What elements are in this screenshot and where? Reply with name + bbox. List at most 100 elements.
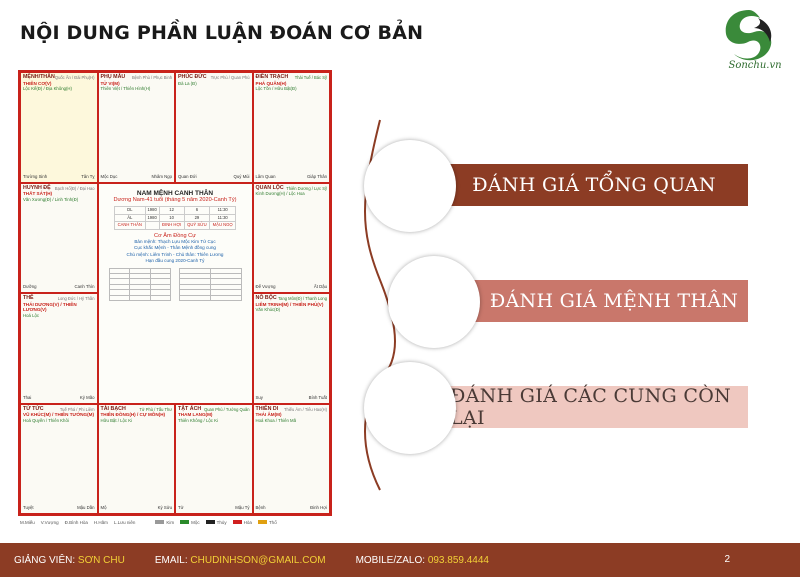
- palace-stage: Mộc Dục: [100, 173, 118, 179]
- palace-stage: Bệnh: [255, 505, 266, 511]
- palace-name: TẬT ÁCH: [178, 405, 202, 412]
- palace-stage: Quan Đới: [178, 173, 197, 179]
- center-line: Chủ mệnh: Liêm Trinh - Chủ thân: Thiên L…: [126, 251, 224, 257]
- palace-footer: Mộc Dục Nhâm Ngọ: [101, 174, 173, 180]
- palace-name: PHỤ MẪU: [100, 74, 126, 80]
- phone-label: MOBILE/ZALO:: [355, 554, 426, 566]
- legend-element-moc: Mộc: [180, 520, 200, 525]
- center-line: Hạn đầu cung 2020-Canh Tý: [145, 258, 205, 264]
- palace-branch: Quý Mùi: [233, 173, 250, 179]
- horoscope-chart: MỆNH/THÂN THIÊN CƠ(V) Lộc Kế(Đ) / Địa Kh…: [18, 70, 332, 516]
- palace-cell: HUYNH ĐỆ THẤT SÁT(H) Văn Xương(Đ) / Linh…: [20, 182, 98, 293]
- table-cell: 1980: [144, 213, 160, 223]
- palace-footer: Mộ Kỷ Sửu: [101, 505, 173, 511]
- palace-cell: TẬT ÁCH THAM LANG(M) Thiên Không / Lộc K…: [175, 403, 253, 514]
- palace-right-stars: Thiên Dương / Lực Sỹ: [286, 185, 327, 191]
- palace-cell: THIÊN DI THÁI ÂM(M) Hoá Khoa / Thiên Mã …: [252, 403, 330, 514]
- palace-right-stars: Long Đức / Hỷ Thần: [57, 296, 95, 301]
- table-cell: 1980: [144, 206, 160, 215]
- palace-sub-stars: Hoá Lộc: [23, 312, 40, 318]
- palace-main-star: THIÊN CƠ(V): [23, 80, 52, 86]
- mini-table-left: [108, 267, 172, 301]
- palace-cell: PHỤ MẪU TỬ VI(M) Thiên Việt / Thiên Hình…: [97, 72, 175, 183]
- palace-main-star: THẤT SÁT(H): [23, 191, 53, 197]
- menu-item-other-palaces[interactable]: ĐÁNH GIÁ CÁC CUNG CÒN LẠI: [430, 385, 748, 429]
- palace-sub-stars: Hoá Quyền / Thiên Khôi: [23, 417, 69, 423]
- birth-date-table: DL 1980 12 6 11:30 ÂL 1980 10 29 11:30: [113, 206, 237, 230]
- palace-stage: Thai: [23, 394, 32, 400]
- sonchu-logo-icon: [725, 10, 772, 61]
- legend-item: L.Lưu niên: [113, 519, 136, 525]
- palace-footer: Thai Kỷ Mão: [23, 395, 95, 401]
- center-heading: NAM MỆNH CANH THÂN: [136, 189, 214, 197]
- palace-stage: Lâm Quan: [255, 173, 276, 179]
- circle-marker: [364, 362, 456, 454]
- email-value[interactable]: CHUDINHSON@GMAIL.COM: [190, 554, 326, 566]
- palace-name: NÔ BỘC: [255, 295, 277, 301]
- palace-stage: Đế Vượng: [255, 284, 276, 290]
- palace-branch: Nhâm Ngọ: [151, 173, 172, 179]
- palace-sub-stars: Thiên Việt / Thiên Hình(H): [100, 86, 151, 92]
- palace-cell: TÀI BẠCH THIÊN ĐỒNG(H) / CỰ MÔN(H) Hữu B…: [97, 403, 175, 514]
- palace-right-stars: Trực Phù / Quan Phủ: [210, 75, 250, 80]
- palace-right-stars: Tang Môn(Đ) / Thanh Long: [278, 296, 327, 301]
- palace-name: TÀI BẠCH: [100, 405, 126, 412]
- center-subheading: Dương Nam-41 tuổi (tháng 5 năm 2020-Canh…: [113, 196, 237, 203]
- palace-branch: Mậu Tý: [235, 505, 250, 511]
- palace-cell: ĐIỀN TRẠCH PHÁ QUÂN(H) Lộc Tồn / Hữu Bật…: [252, 72, 330, 183]
- palace-right-stars: Bệnh Phù / Phục Binh: [131, 75, 172, 80]
- palace-main-star: THÁI ÂM(M): [255, 412, 282, 418]
- lecturer-name: SƠN CHU: [77, 554, 125, 566]
- palace-name: TỬ TỨC: [23, 405, 44, 412]
- palace-branch: Tân Tỵ: [81, 173, 95, 179]
- palace-stage: Tuyệt: [23, 505, 34, 511]
- chart-grid: MỆNH/THÂN THIÊN CƠ(V) Lộc Kế(Đ) / Địa Kh…: [20, 72, 330, 514]
- legend-label: Thổ: [268, 519, 277, 525]
- palace-sub-stars: Hữu Bật / Lộc Ki: [100, 417, 133, 423]
- palace-cell: PHÚC ĐỨC Đà La (Đ) Trực Phù / Quan Phủ Q…: [175, 72, 253, 183]
- palace-right-stars: Thái Tuế / Bác Sỹ: [294, 75, 327, 80]
- center-line: Bản mệnh: Thạch Lựu Mộc Kim Tứ Cục: [134, 238, 216, 244]
- menu-item-overview[interactable]: ĐÁNH GIÁ TỔNG QUAN: [430, 164, 748, 206]
- palace-branch: Đinh Hợi: [310, 505, 327, 511]
- palace-right-stars: Quan Phù / Tướng Quân: [204, 406, 250, 412]
- palace-sub-stars: Kình Dương(H) / Lộc Hoa: [255, 191, 305, 197]
- palace-stage: Mộ: [100, 505, 107, 511]
- palace-main-star: VŨ KHÚC(M) / THIÊN TƯỚNG(M): [23, 412, 95, 418]
- palace-right-stars: Tuế Phá / Phi Liêm: [59, 406, 95, 412]
- menu-item-destiny[interactable]: ĐÁNH GIÁ MỆNH THÂN: [430, 280, 748, 322]
- palace-sub-stars: Văn Khúc(Đ): [255, 307, 281, 313]
- page-number: 2: [724, 554, 730, 565]
- email-label: EMAIL:: [154, 554, 188, 566]
- table-cell: MẬU NGỌ: [209, 221, 237, 230]
- legend-item: H.Hãm: [93, 519, 108, 525]
- legend-element-hoa: Hỏa: [232, 520, 252, 525]
- mini-table-right: [179, 267, 242, 301]
- palace-sub-stars: Lộc Tồn / Hữu Bật(Đ): [255, 86, 297, 92]
- palace-cell: MỆNH/THÂN THIÊN CƠ(V) Lộc Kế(Đ) / Địa Kh…: [20, 72, 98, 183]
- palace-sub-stars: Thiên Không / Lộc Ki: [178, 417, 218, 423]
- legend-item: Đ.Bình Hòa: [64, 519, 88, 525]
- palace-main-star: THÁI DƯƠNG(V) / THIÊN LƯƠNG(V): [23, 301, 77, 313]
- table-cell: ÂL: [113, 213, 146, 223]
- palace-branch: Bính Tuất: [308, 394, 327, 400]
- palace-name: THIÊN DI: [255, 405, 279, 412]
- palace-main-star: THAM LANG(M): [178, 412, 213, 418]
- legend-element-thuy: Thủy: [205, 520, 227, 525]
- palace-sub-stars: Hoá Khoa / Thiên Mã: [255, 417, 297, 423]
- palace-name: QUAN LỘC: [255, 184, 284, 191]
- footer-bar: GIẢNG VIÊN: SƠN CHU EMAIL: CHUDINHSON@GM…: [0, 543, 800, 577]
- menu-item-label: ĐÁNH GIÁ TỔNG QUAN: [472, 174, 716, 196]
- palace-branch: Kỷ Sửu: [157, 505, 172, 511]
- center-line: Cục khắc Mệnh - Thân Mệnh đồng cung: [134, 245, 216, 251]
- table-cell: [144, 221, 160, 230]
- table-cell: 10: [158, 213, 185, 223]
- palace-branch: Kỷ Mão: [79, 394, 95, 400]
- lecturer-label: GIẢNG VIÊN:: [14, 554, 76, 566]
- table-cell: ĐINH HỢI: [158, 221, 185, 230]
